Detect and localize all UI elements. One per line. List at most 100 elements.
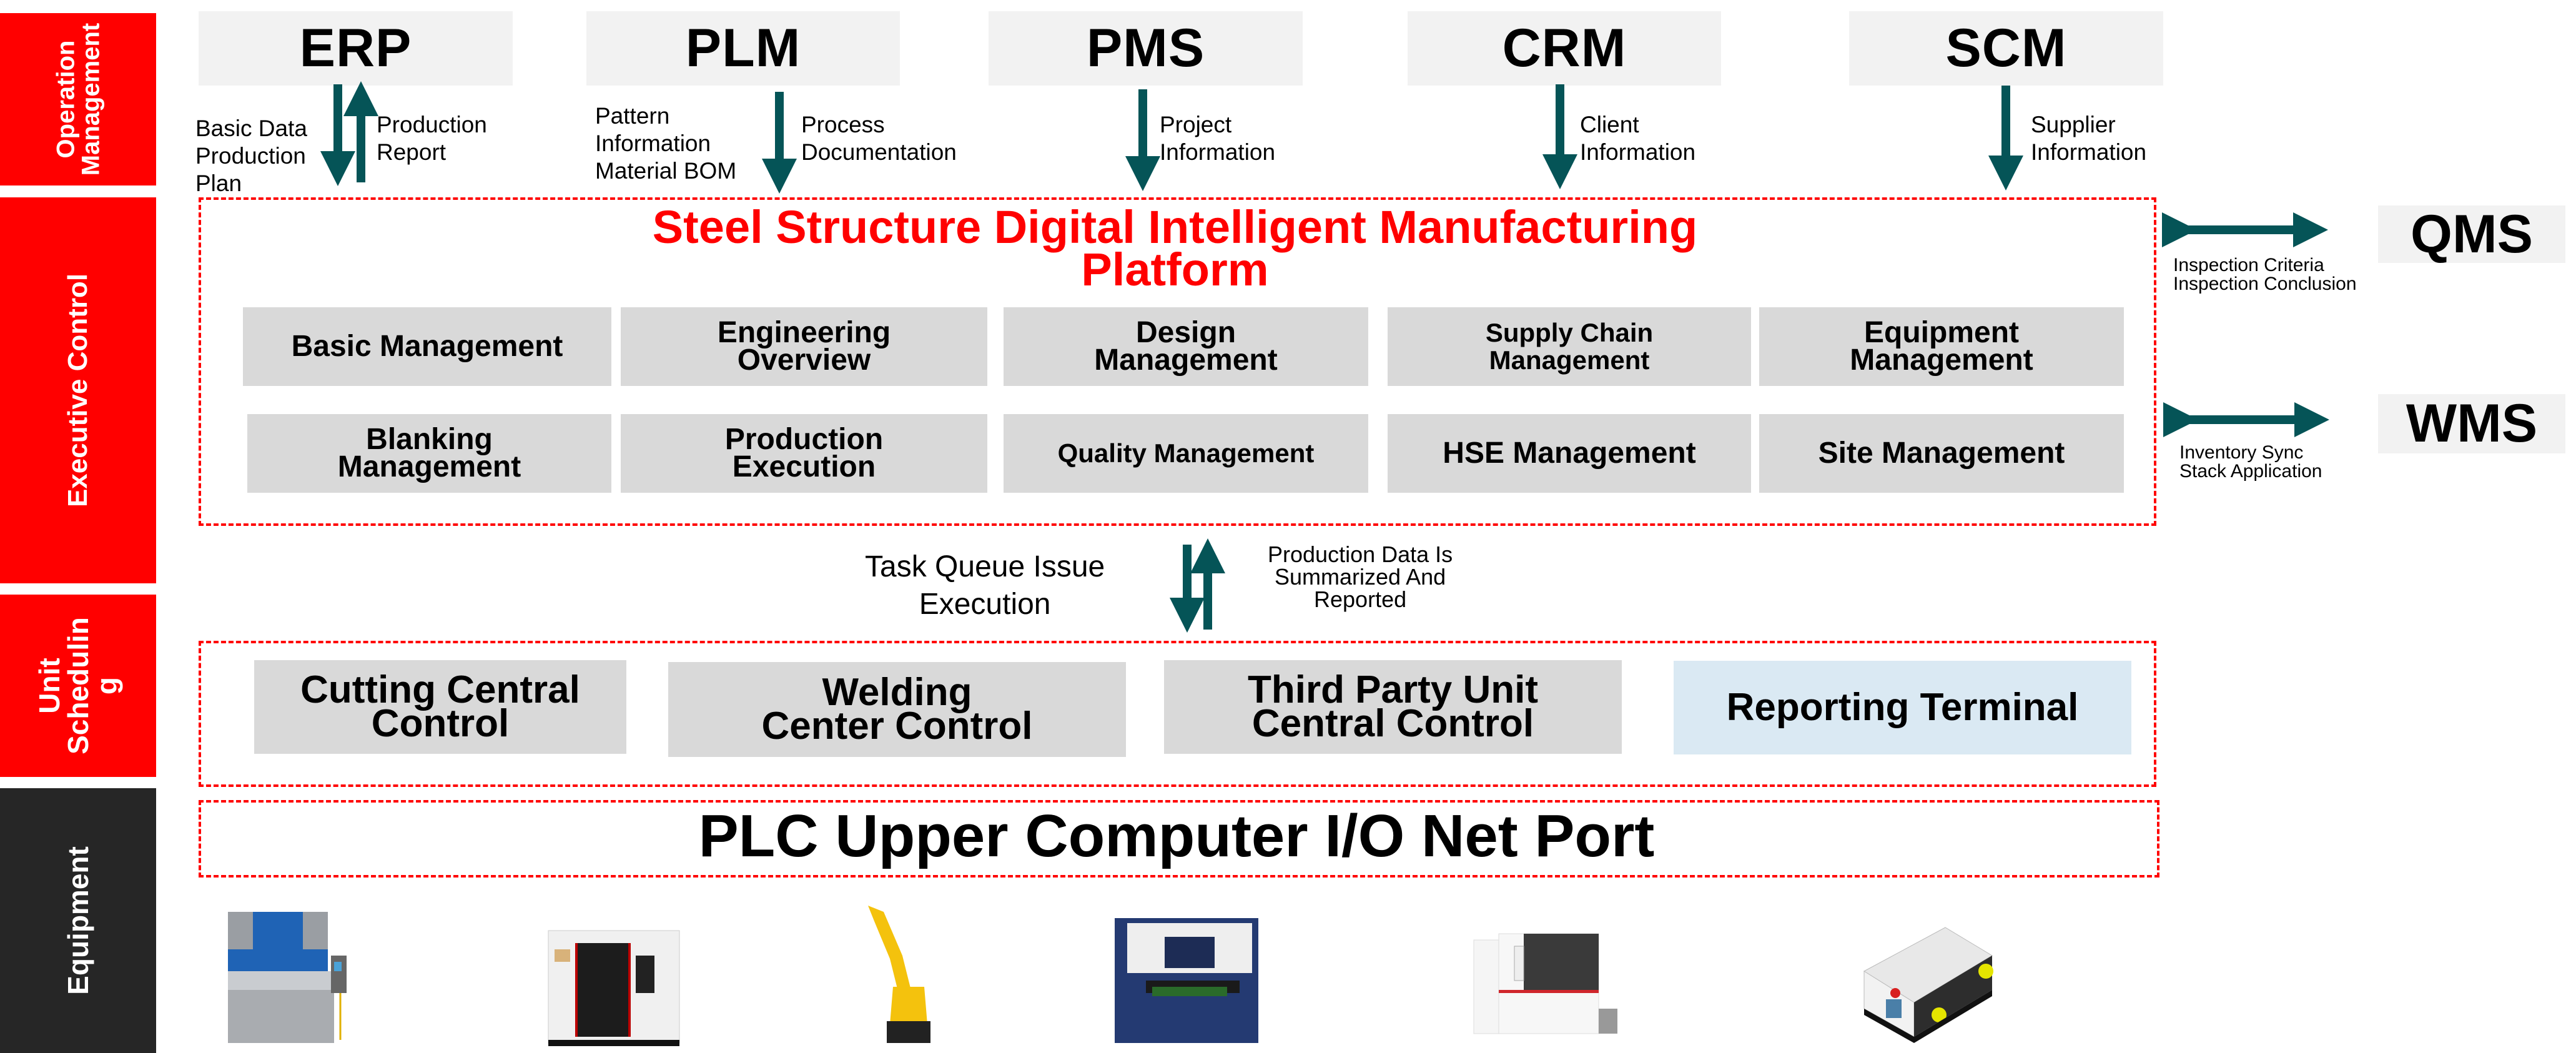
note-line: Reported [1314,586,1407,612]
note-line: Material BOM [595,158,737,184]
note-line: Information [2031,139,2147,165]
unit-cutting-central-control[interactable]: Cutting Central Control [254,660,626,754]
unit-label: Cutting Central Control [300,668,580,745]
layer-label-line: g [91,676,123,695]
layer-label-line: Operation [52,40,79,159]
press-brake-icon [228,912,347,1043]
system-qms[interactable]: QMS [2378,204,2565,264]
platform-title-line: Steel Structure Digital Intelligent Manu… [652,201,1698,253]
unit-welding-center-control[interactable]: Welding Center Control [668,662,1126,757]
unit-label: Third Party Unit Central Control [1247,668,1539,745]
note-line: Stack Application [2179,461,2322,482]
layer-equipment: Equipment [0,788,156,1053]
industrial-robot-arm-icon [868,906,930,1043]
note-line: Report [377,139,447,165]
plm-right-note: Process Documentation [801,111,957,166]
layer-executive-control: Executive Control [0,197,156,583]
module-basic-management[interactable]: Basic Management [243,307,611,386]
cnc-machining-center-icon [548,930,680,1046]
note-line: Documentation [801,139,957,165]
system-crm[interactable]: CRM [1408,11,1721,86]
module-quality-management[interactable]: Quality Management [1004,414,1368,493]
platform-title-line: Platform [1081,244,1269,295]
system-plm[interactable]: PLM [586,11,900,86]
module-design-management[interactable]: Design Management [1004,307,1368,386]
system-pms[interactable]: PMS [989,11,1303,86]
note-line: Task Queue Issue [865,550,1105,583]
module-equipment-management[interactable]: Equipment Management [1759,307,2124,386]
module-label: Basic Management [291,330,563,363]
note-line: Inspection Criteria [2173,255,2324,275]
layer-label-line: Equipment [61,846,94,995]
plm-left-note: Pattern Information Material BOM [595,102,736,185]
note-line: Inventory Sync [2179,442,2304,463]
system-scm-label: SCM [1945,18,2067,78]
system-erp-label: ERP [299,18,412,78]
note-line: Client [1580,112,1639,137]
agv-robot-icon [1863,927,1993,1043]
module-hse-management[interactable]: HSE Management [1388,414,1751,493]
erp-downflow-note: Basic Data Production Plan [195,115,307,197]
layer-label-line: Unit [33,658,66,714]
erp-upflow-note: Production Report [377,111,487,166]
wms-note: Inventory Sync Stack Application [2179,443,2322,481]
system-wms-label: WMS [2406,393,2538,453]
note-line: Production [377,112,487,137]
layer-label-line: Executive Control [62,273,93,508]
module-supply-chain-management[interactable]: Supply Chain Management [1388,307,1751,386]
system-crm-label: CRM [1502,18,1627,78]
note-line: Summarized And [1275,564,1446,590]
pms-note: Project Information [1160,111,1275,166]
production-data-note: Production Data Is Summarized And Report… [1268,543,1453,611]
module-label: Engineering Overview [717,316,891,377]
module-label: Blanking Management [337,423,521,483]
note-line: Plan [195,171,242,196]
unit-label: Reporting Terminal [1726,686,2079,729]
note-line: Inspection Conclusion [2173,274,2357,294]
module-blanking-management[interactable]: Blanking Management [247,414,611,493]
unit-third-party-central-control[interactable]: Third Party Unit Central Control [1164,660,1622,754]
layer-label-line: Schedulin [62,617,94,754]
module-site-management[interactable]: Site Management [1759,414,2124,493]
note-line: Pattern [595,103,670,129]
platform-title: Steel Structure Digital Intelligent Manu… [199,201,2151,295]
platform-frame [199,197,2156,526]
note-line: Production [195,143,306,169]
note-line: Project [1160,112,1232,137]
module-label: Design Management [1094,316,1278,377]
note-line: Information [595,131,711,156]
system-pms-label: PMS [1086,18,1205,78]
module-engineering-overview[interactable]: Engineering Overview [621,307,987,386]
note-line: Information [1580,139,1696,165]
note-line: Process [801,112,885,137]
unit-label: Welding Center Control [761,671,1033,748]
enclosed-machine-icon [1115,918,1258,1043]
note-line: Production Data Is [1268,541,1453,567]
system-erp[interactable]: ERP [199,11,513,86]
module-production-execution[interactable]: Production Execution [621,414,987,493]
laser-cutting-machine-icon [1473,933,1617,1034]
note-line: Basic Data [195,116,307,141]
module-label: HSE Management [1443,437,1696,470]
module-label: Supply Chain Management [1485,318,1654,375]
module-label: Site Management [1818,437,2065,470]
plc-frame [199,800,2159,878]
module-label: Production Execution [724,423,884,483]
system-wms[interactable]: WMS [2378,393,2565,453]
system-qms-label: QMS [2411,204,2533,264]
plc-label: PLC Upper Computer I/O Net Port [698,803,1655,869]
layer-label-line: Management [77,22,104,176]
scm-note: Supplier Information [2031,111,2146,166]
unit-scheduling-frame [199,641,2156,787]
system-scm[interactable]: SCM [1849,11,2163,86]
layer-unit-scheduling: Unit Schedulin g [0,595,156,777]
crm-note: Client Information [1580,111,1695,166]
note-line: Supplier [2031,112,2116,137]
qms-note: Inspection Criteria Inspection Conclusio… [2173,256,2357,294]
module-label: Equipment Management [1850,316,2033,377]
note-line: Execution [919,588,1051,621]
unit-reporting-terminal[interactable]: Reporting Terminal [1674,661,2131,754]
note-line: Information [1160,139,1276,165]
task-queue-note: Task Queue Issue Execution [865,548,1105,623]
system-plm-label: PLM [685,18,801,78]
